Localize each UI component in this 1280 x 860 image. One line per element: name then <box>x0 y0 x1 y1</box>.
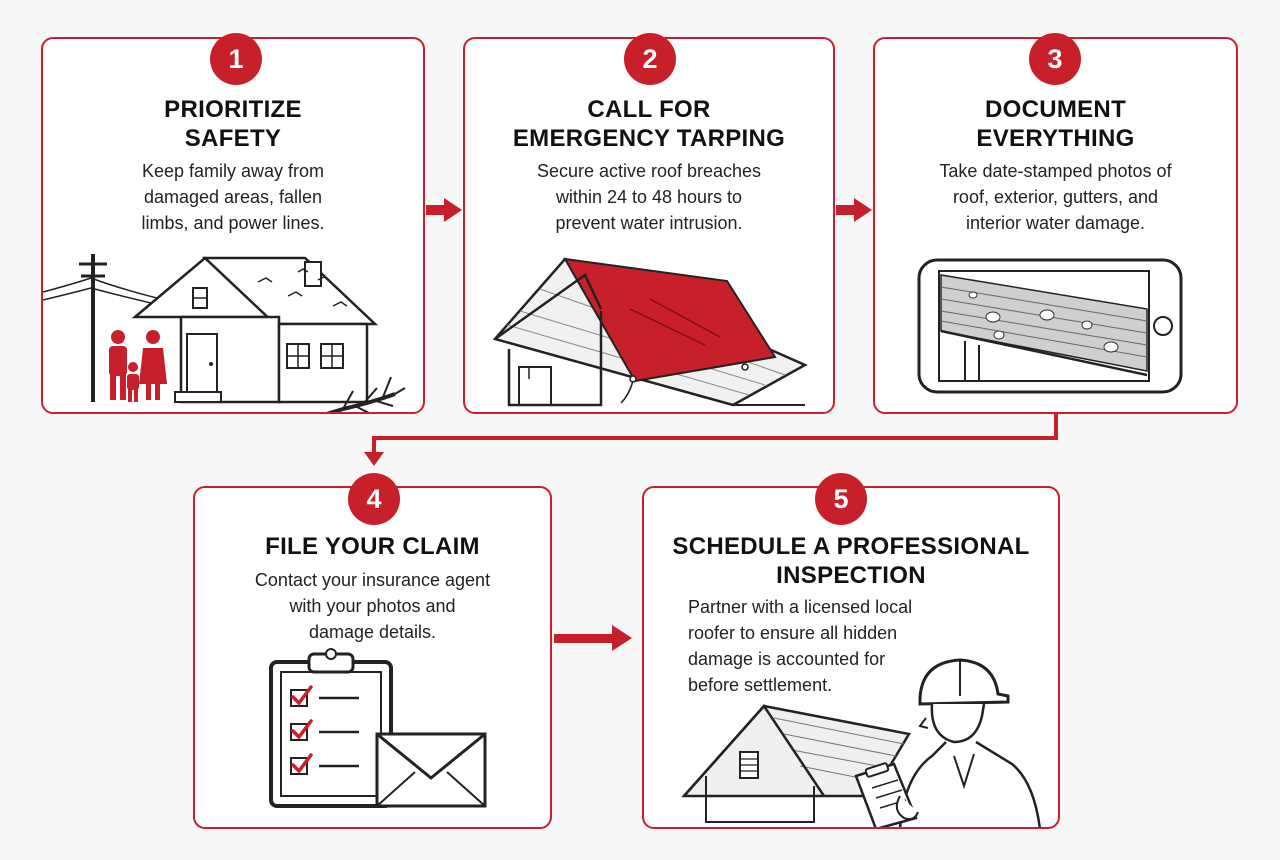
step-4-number-badge: 4 <box>348 473 400 525</box>
tarped-roof-icon <box>492 257 808 407</box>
step-5-card: SCHEDULE A PROFESSIONAL INSPECTION Partn… <box>642 486 1060 829</box>
step-1-card: PRIORITIZE SAFETY Keep family away from … <box>41 37 425 414</box>
step-2-card: CALL FOR EMERGENCY TARPING Secure active… <box>463 37 835 414</box>
arrow-1-to-2 <box>426 198 462 222</box>
arrow-4-to-5 <box>554 625 632 651</box>
clipboard-envelope-icon <box>269 648 487 808</box>
step-1-description: Keep family away from damaged areas, fal… <box>141 161 325 233</box>
step-3-title: DOCUMENT EVERYTHING <box>976 96 1135 152</box>
step-4-card: FILE YOUR CLAIM Contact your insurance a… <box>193 486 552 829</box>
roof-inspector-icon <box>681 658 1041 827</box>
step-3-number-badge: 3 <box>1029 33 1081 85</box>
arrow-3-to-4 <box>364 414 1058 466</box>
step-3-description: Take date-stamped photos of roof, exteri… <box>939 161 1172 233</box>
step-5-number-badge: 5 <box>815 473 867 525</box>
step-3-card: DOCUMENT EVERYTHING Take date-stamped ph… <box>873 37 1238 414</box>
step-4-title: FILE YOUR CLAIM <box>265 533 480 560</box>
phone-photo-roof-icon <box>917 258 1183 394</box>
step-2-title: CALL FOR EMERGENCY TARPING <box>512 96 786 152</box>
arrow-2-to-3 <box>836 198 872 222</box>
step-1-number-badge: 1 <box>210 33 262 85</box>
step-5-title: SCHEDULE A PROFESSIONAL INSPECTION <box>672 533 1030 589</box>
step-2-number-badge: 2 <box>624 33 676 85</box>
step-5-description: Partner with a licensed local roofer to … <box>688 597 913 695</box>
house-power-line-family-icon <box>43 254 406 412</box>
step-4-description: Contact your insurance agent with your p… <box>254 570 491 642</box>
step-1-title: PRIORITIZE SAFETY <box>164 96 302 152</box>
step-2-description: Secure active roof breaches within 24 to… <box>536 161 762 233</box>
